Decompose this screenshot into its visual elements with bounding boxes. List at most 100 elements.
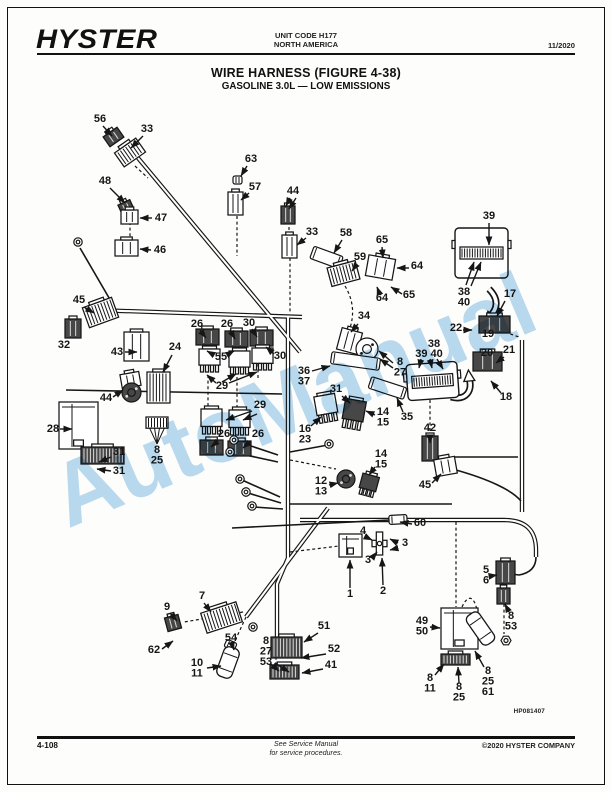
part-conn	[281, 231, 298, 259]
part-ring	[241, 487, 251, 497]
svg-text:59: 59	[354, 251, 366, 263]
part-tube	[367, 376, 408, 400]
callout-22: 22	[450, 322, 473, 334]
svg-text:56: 56	[483, 564, 489, 587]
svg-text:51: 51	[318, 620, 330, 632]
callout-63: 63	[240, 153, 257, 177]
part-conn	[227, 188, 244, 216]
svg-text:24: 24	[169, 341, 182, 353]
part-conn	[123, 328, 150, 362]
part-conn	[224, 327, 249, 348]
callout-35: 35	[396, 397, 413, 423]
part-block	[338, 533, 363, 558]
header-rule	[37, 53, 575, 56]
part-comb	[81, 296, 120, 329]
callout-4: 4	[360, 525, 373, 541]
part-ecm	[402, 360, 462, 402]
callout-31: 31	[96, 465, 125, 477]
svg-text:30: 30	[274, 350, 286, 362]
part-round	[336, 469, 356, 489]
svg-text:52: 52	[328, 643, 340, 655]
svg-text:62: 62	[148, 644, 160, 656]
svg-text:38: 38	[428, 338, 440, 350]
part-cyl	[216, 646, 240, 679]
callout-39-40: 39 40	[415, 348, 444, 370]
callout-29: 29	[225, 399, 266, 421]
svg-text:26: 26	[221, 318, 233, 330]
callout-44: 44	[100, 389, 124, 404]
callout-26: 26	[191, 318, 207, 339]
figure-subtitle: GASOLINE 3.0L — LOW EMISSIONS	[221, 81, 391, 92]
svg-text:19: 19	[482, 328, 494, 340]
svg-text:42: 42	[424, 422, 436, 434]
svg-text:30: 30	[243, 317, 255, 329]
svg-text:26: 26	[218, 428, 230, 440]
svg-text:3: 3	[365, 554, 371, 566]
svg-text:825: 825	[151, 444, 163, 467]
part-conn	[495, 557, 516, 585]
callout-19: 19	[482, 328, 494, 340]
callout-58: 58	[333, 227, 352, 254]
callout-38: 38	[428, 338, 440, 350]
svg-text:45: 45	[419, 479, 431, 491]
region: NORTH AMERICA	[273, 40, 339, 49]
callout-41: 41	[301, 659, 337, 675]
svg-text:825: 825	[453, 681, 465, 704]
callout-59: 59	[351, 251, 366, 272]
part-coil	[313, 390, 339, 425]
callout-51: 51	[303, 620, 330, 643]
svg-text:31: 31	[330, 383, 342, 395]
svg-text:1: 1	[347, 588, 353, 600]
callout-9: 9	[164, 601, 178, 622]
svg-text:44: 44	[100, 392, 113, 404]
svg-text:22: 22	[450, 322, 462, 334]
svg-text:43: 43	[111, 346, 123, 358]
part-comb	[269, 661, 300, 680]
callout-64: 64	[376, 286, 389, 304]
callout-64: 64	[396, 260, 424, 272]
svg-text:811: 811	[424, 672, 436, 695]
svg-text:9: 9	[164, 601, 170, 613]
svg-text:33: 33	[306, 226, 318, 238]
svg-text:60: 60	[414, 517, 426, 529]
footer-note-line1: See Service Manual	[273, 739, 339, 748]
svg-text:26: 26	[191, 318, 203, 330]
svg-text:827: 827	[394, 356, 406, 379]
part-conn	[120, 206, 139, 225]
part-tube	[232, 175, 243, 185]
part-conn	[119, 368, 142, 390]
svg-text:39 40: 39 40	[415, 348, 443, 360]
part-comb	[199, 601, 244, 634]
svg-text:29: 29	[216, 380, 228, 392]
part-conn	[496, 584, 511, 605]
callout-65: 65	[376, 234, 388, 259]
svg-text:35: 35	[401, 411, 413, 423]
callout-55: 55	[206, 350, 235, 363]
part-ring	[235, 474, 245, 484]
callout-34: 34	[350, 310, 371, 333]
svg-text:54: 54	[225, 632, 238, 644]
part-ring	[324, 439, 334, 449]
svg-text:58: 58	[340, 227, 352, 239]
hyster-logo: HYSTER	[36, 24, 158, 54]
callout-7: 7	[199, 590, 212, 613]
svg-text:44: 44	[287, 185, 300, 197]
callout-33: 33	[130, 123, 153, 149]
footer-note: See Service Manual for service procedure…	[0, 739, 612, 758]
callout-43: 43	[111, 346, 138, 358]
